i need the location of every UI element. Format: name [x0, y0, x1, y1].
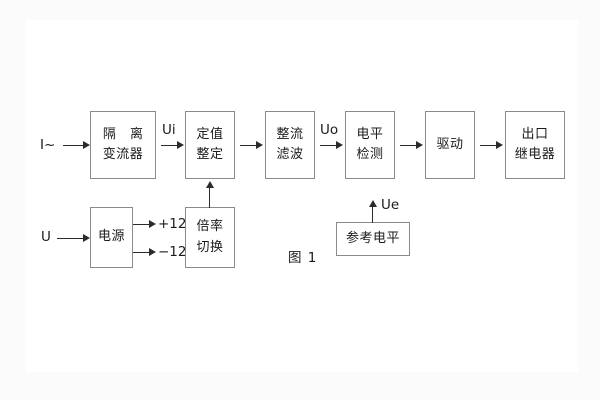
block-ratio-switch-line2: 切换: [196, 239, 224, 255]
level-to-drive-line: [400, 145, 417, 146]
rail-positive-line: [133, 224, 150, 225]
block-setting-value-line1: 定值: [196, 126, 224, 142]
setting-to-rectify-arrowhead: [256, 141, 263, 149]
level-to-drive-arrowhead: [416, 141, 423, 149]
block-level-detect[interactable]: 电平 检测: [345, 111, 395, 179]
block-ratio-switch-line1: 倍率: [196, 219, 224, 235]
block-reference-level[interactable]: 参考电平: [336, 222, 410, 256]
current-input-arrowhead: [83, 141, 90, 149]
voltage-input-label: U: [41, 229, 51, 245]
block-output-relay-line1: 出口: [521, 126, 549, 142]
page-tint-right: [578, 0, 600, 400]
block-rectify-filter-line2: 滤波: [276, 147, 304, 162]
block-power-supply[interactable]: 电源: [90, 207, 133, 268]
block-setting-value[interactable]: 定值 整定: [185, 111, 235, 179]
rail-negative-arrowhead: [149, 248, 156, 256]
current-input-line: [63, 145, 84, 146]
voltage-input-line: [57, 238, 84, 239]
drive-to-output-arrowhead: [496, 141, 503, 149]
setting-to-rectify-line: [240, 145, 257, 146]
ui-arrowhead: [177, 141, 184, 149]
signal-label-ui: Ui: [162, 122, 176, 138]
block-reference-level-line1: 参考电平: [345, 230, 400, 246]
signal-label-uo: Uo: [320, 122, 339, 138]
page-tint-top: [0, 0, 600, 20]
block-setting-value-line2: 整定: [196, 147, 224, 162]
block-rectify-filter[interactable]: 整流 滤波: [265, 111, 315, 179]
drive-to-output-line: [480, 145, 497, 146]
block-isolation-ct-line1: 隔 离: [102, 126, 149, 142]
signal-label-ue: Ue: [381, 197, 400, 213]
ue-line: [372, 206, 373, 223]
current-input-label: I~: [40, 137, 56, 153]
block-output-relay[interactable]: 出口 继电器: [505, 111, 565, 179]
rail-negative-line: [133, 252, 150, 253]
uo-arrowhead: [336, 141, 343, 149]
block-isolation-ct[interactable]: 隔 离 变流器: [90, 111, 156, 179]
block-power-supply-line1: 电源: [97, 229, 125, 245]
block-drive[interactable]: 驱动: [425, 111, 475, 179]
block-level-detect-line2: 检测: [356, 147, 384, 162]
page-tint-left: [0, 0, 26, 400]
ratio-to-setting-line: [209, 187, 210, 208]
voltage-input-arrowhead: [83, 234, 90, 242]
ui-arrow-line: [161, 145, 178, 146]
ratio-to-setting-arrowhead: [206, 181, 214, 188]
block-ratio-switch[interactable]: 倍率 切换: [185, 207, 235, 268]
ue-arrowhead: [369, 200, 377, 207]
block-output-relay-line2: 继电器: [514, 147, 556, 162]
uo-arrow-line: [320, 145, 337, 146]
block-drive-line1: 驱动: [436, 136, 464, 152]
rail-positive-arrowhead: [149, 220, 156, 228]
page-tint-bottom: [0, 372, 600, 400]
block-level-detect-line1: 电平: [356, 126, 384, 142]
block-isolation-ct-line2: 变流器: [102, 147, 144, 162]
figure-caption: 图 1: [288, 250, 318, 266]
block-rectify-filter-line1: 整流: [276, 126, 304, 142]
